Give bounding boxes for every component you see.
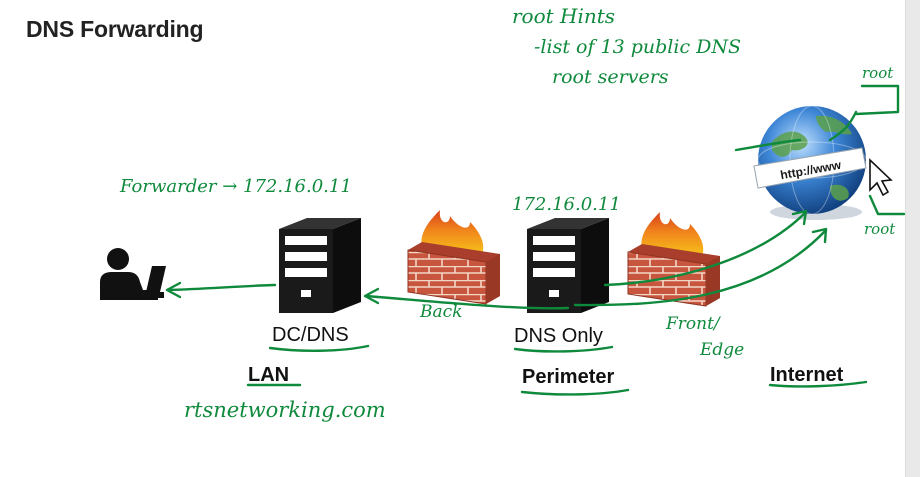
root-label-bottom: root	[864, 220, 896, 238]
ink-strokes	[165, 84, 906, 396]
back-note: Back	[420, 302, 463, 322]
user-at-laptop-icon	[100, 248, 166, 300]
firewall-icon	[627, 212, 720, 307]
server-icon	[279, 218, 361, 313]
root-hints-detail-2: root servers	[552, 66, 669, 88]
firewall-icon	[407, 210, 500, 305]
dns-only-label: DNS Only	[514, 325, 603, 347]
domain-note: rtsnetworking.com	[184, 398, 386, 422]
slide-title: DNS Forwarding	[26, 16, 204, 42]
zone-perimeter: Perimeter	[522, 366, 615, 388]
front-edge-note-2: Edge	[700, 340, 745, 360]
root-label-top: root	[862, 64, 894, 82]
root-hints-note: root Hints	[512, 4, 616, 28]
front-edge-note-1: Front/	[666, 314, 720, 334]
zone-lan: LAN	[248, 364, 290, 386]
zone-internet: Internet	[770, 364, 844, 386]
ip-address-note: 172.16.0.11	[512, 194, 621, 215]
dc-dns-label: DC/DNS	[272, 324, 349, 346]
scrollbar[interactable]	[905, 0, 920, 477]
root-hints-detail-1: -list of 13 public DNS	[534, 36, 741, 58]
server-icon	[527, 218, 609, 313]
cursor-icon	[869, 158, 893, 197]
forwarder-note: Forwarder → 172.16.0.11	[120, 176, 352, 197]
